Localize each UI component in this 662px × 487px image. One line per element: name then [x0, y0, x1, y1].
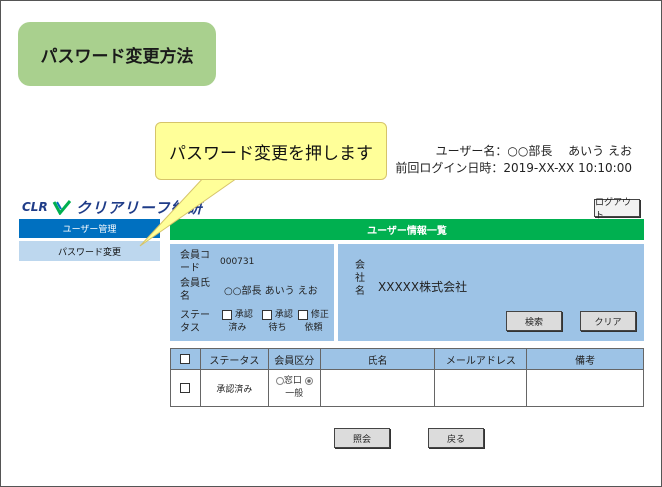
callout: パスワード変更を押します	[155, 122, 387, 180]
section-header: ユーザー情報一覧	[170, 219, 644, 240]
leaf-icon	[52, 200, 71, 215]
row-status: 承認済み	[199, 369, 269, 407]
logo: CLR クリアリーフ総研	[22, 196, 203, 218]
logout-button[interactable]: ログアウト	[594, 198, 640, 221]
row-note	[526, 369, 644, 407]
status-option-revision[interactable]: 修正 依頼	[298, 309, 329, 335]
member-code-label: 会員コ ード	[180, 250, 210, 274]
checkbox[interactable]	[222, 309, 232, 320]
search-panel-right: 会 社 名 XXXXX株式会社 検索 クリア	[338, 244, 644, 341]
row-checkbox[interactable]	[180, 382, 191, 393]
back-button[interactable]: 戻る	[428, 428, 484, 448]
row-name	[319, 369, 436, 407]
header-email: メールアドレス	[434, 348, 528, 370]
user-name-line: ユーザー名：○○部長 あいう えお	[435, 144, 632, 158]
clear-button[interactable]: クリア	[580, 311, 636, 331]
company-value: XXXXX株式会社	[378, 280, 468, 294]
table-header-row: ステータス 会員区分 氏名 メールアドレス 備考	[170, 348, 644, 370]
inquiry-button[interactable]: 照会	[334, 428, 390, 448]
radio-window[interactable]	[275, 376, 284, 385]
last-login-line: 前回ログイン日時：2019-XX-XX 10:10:00	[395, 161, 632, 175]
member-code-value: 000731	[220, 257, 255, 267]
checkbox[interactable]	[262, 309, 272, 320]
member-name-value: ○○部長 あいう えお	[224, 286, 318, 297]
header-name: 氏名	[319, 348, 436, 370]
page-title: パスワード変更方法	[18, 22, 216, 86]
header-member-type: 会員区分	[267, 348, 321, 370]
search-panel-left: 会員コ ード 000731 会員氏 名 ○○部長 あいう えお ステー タス 承…	[170, 244, 334, 341]
radio-general[interactable]	[304, 376, 313, 385]
company-label: 会 社 名	[355, 260, 365, 297]
logo-prefix: CLR	[22, 200, 48, 214]
status-label: ステー タス	[180, 310, 210, 334]
search-button[interactable]: 検索	[506, 311, 562, 331]
header-note: 備考	[526, 348, 644, 370]
user-table: ステータス 会員区分 氏名 メールアドレス 備考 承認済み 窓口 一般	[170, 348, 644, 407]
row-email	[434, 369, 528, 407]
checkbox[interactable]	[298, 309, 308, 320]
status-option-approved[interactable]: 承認 済み	[222, 309, 253, 335]
table-row: 承認済み 窓口 一般	[170, 369, 644, 407]
status-option-pending[interactable]: 承認 待ち	[262, 309, 293, 335]
row-select[interactable]	[170, 369, 201, 407]
row-member-type: 窓口 一般	[267, 369, 321, 407]
sidebar-item-user-management[interactable]: ユーザー管理	[19, 219, 160, 238]
sidebar-item-password-change[interactable]: パスワード変更	[19, 241, 160, 261]
select-all-checkbox[interactable]	[180, 353, 191, 364]
logo-name: クリアリーフ総研	[75, 198, 203, 217]
member-name-label: 会員氏 名	[180, 278, 210, 302]
sidebar: ユーザー管理 パスワード変更	[19, 219, 160, 264]
header-select-all[interactable]	[170, 348, 201, 370]
user-info: ユーザー名：○○部長 あいう えお 前回ログイン日時：2019-XX-XX 10…	[395, 143, 632, 177]
